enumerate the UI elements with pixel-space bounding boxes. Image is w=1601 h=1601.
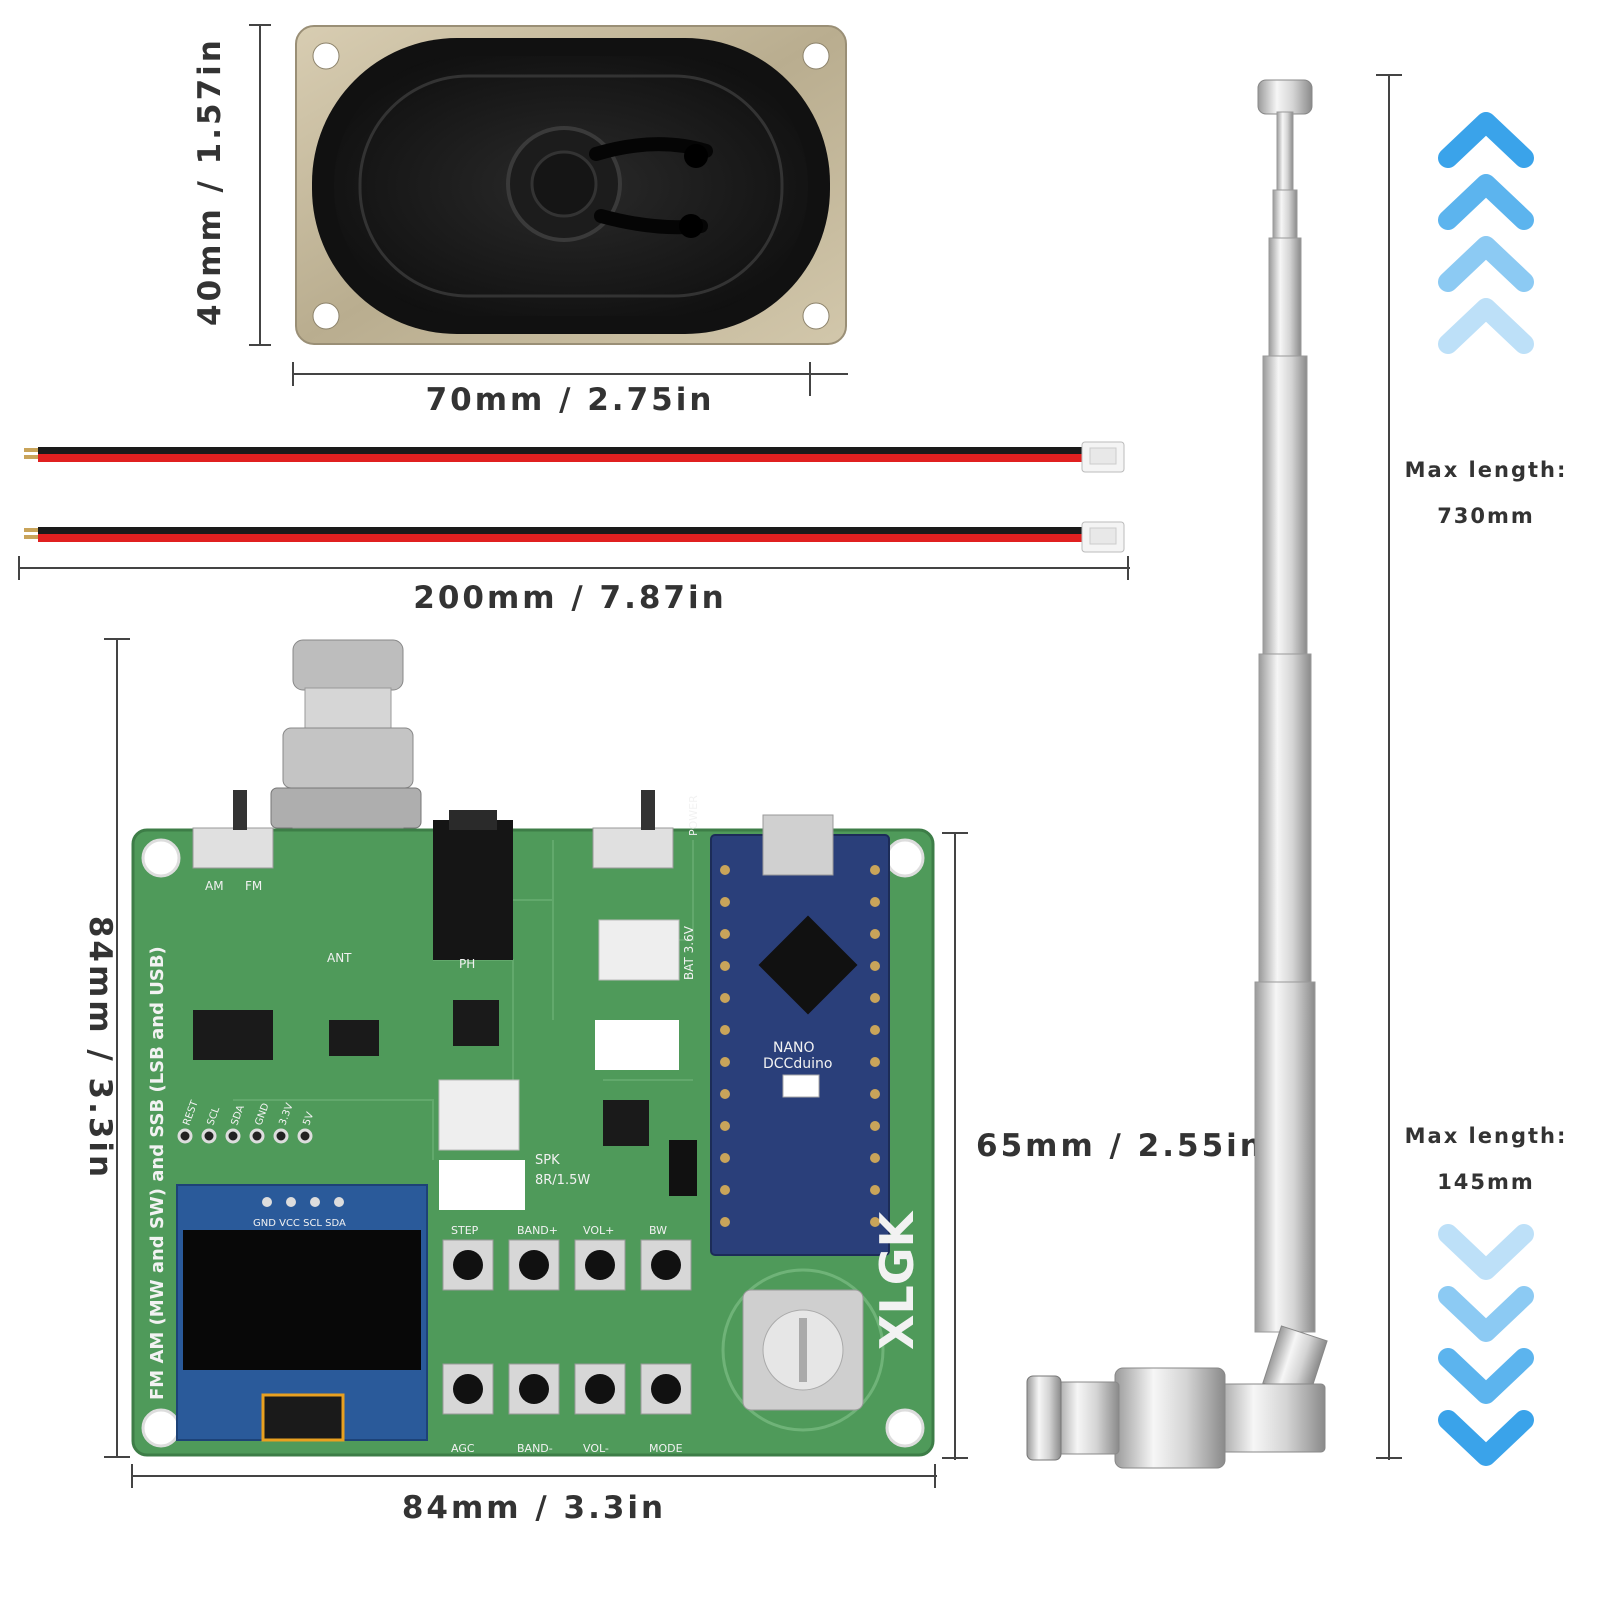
cable-length-line [18,556,1130,580]
speaker-height-label: 40mm / 1.57in [192,37,228,326]
speaker-image [295,25,847,345]
max-length-label-1: Max length: [1404,458,1568,482]
pcb-label-power: POWER [687,795,700,836]
speaker-width-label: 70mm / 2.75in [425,382,715,418]
pcb-label-fm: FM [245,879,262,893]
pcb-pin-label: 5V [301,1111,316,1127]
speaker-width-line [292,362,848,396]
button-label-top: BW [649,1224,667,1237]
down-arrows-icon [1438,1224,1534,1466]
pcb-label-ph: PH [459,957,475,971]
button-label-bottom: VOL- [583,1442,609,1455]
pcb-label-bat: BAT 3.6V [682,925,696,980]
button-label-top: VOL+ [583,1224,614,1237]
board-height-left-line [104,638,130,1458]
pcb-label-nano: NANO [773,1040,815,1056]
board-width-label: 84mm / 3.3in [401,1490,667,1526]
cable-1 [24,441,1125,473]
board-height-right-label: 65mm / 2.55in [976,1128,1265,1164]
pcb-label-nano-sub: DCCduino [763,1056,832,1072]
button-label-top: STEP [451,1224,479,1237]
board-width-line [131,1464,937,1488]
radio-pcb: AM FM ANT PH POWER BAT 3.6V SPK 8R/1.5W … [131,639,935,1457]
cable-length-label: 200mm / 7.87in [413,580,727,616]
button-label-top: BAND+ [517,1224,558,1237]
max-length-label-2: Max length: [1404,1124,1568,1148]
button-label-bottom: MODE [649,1442,683,1455]
pcb-label-oled-pins: GND VCC SCL SDA [253,1218,346,1229]
pcb-label-ant: ANT [327,951,352,965]
telescopic-antenna [1026,79,1328,1469]
button-label-bottom: BAND- [517,1442,553,1455]
board-height-right-line [942,832,968,1460]
antenna-length-line [1376,74,1402,1460]
max-length-value-2: 145mm [1437,1170,1535,1194]
max-length-value-1: 730mm [1437,504,1535,528]
speaker-height-line [249,24,271,346]
pcb-brand: XLGK [870,1209,924,1350]
pcb-side-text: FM AM (MW and SW) and SSB (LSB and USB) [147,946,168,1400]
pcb-label-am: AM [205,879,224,893]
pcb-label-spk: SPK [535,1153,560,1168]
up-arrows-icon [1438,112,1534,354]
pcb-label-spk-spec: 8R/1.5W [535,1173,590,1188]
cable-2 [24,521,1125,553]
button-label-bottom: AGC [451,1442,475,1455]
board-height-left-label: 84mm / 3.3in [82,915,118,1181]
